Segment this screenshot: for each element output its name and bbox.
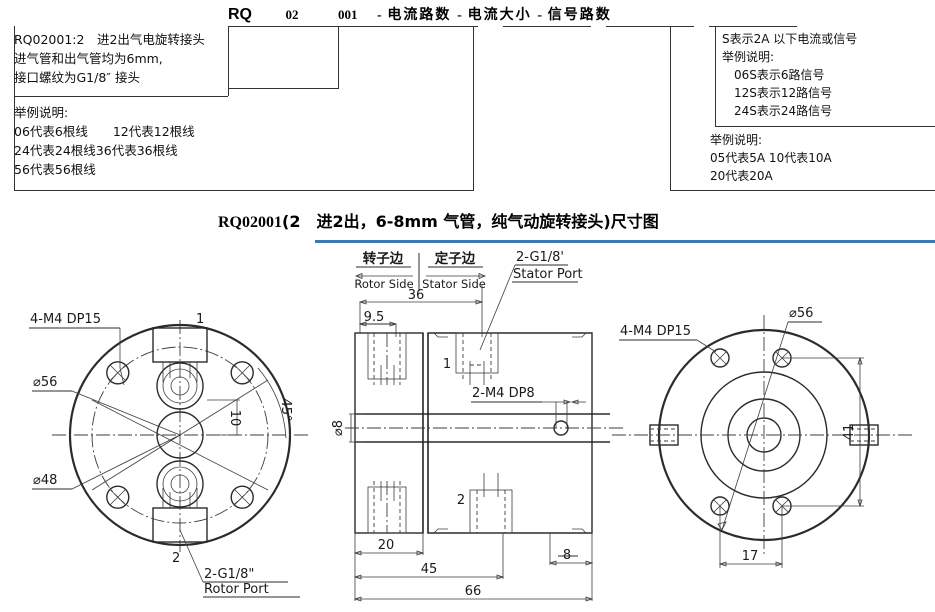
dim-10-label: 10 — [227, 410, 242, 427]
dim-66-label: 66 — [465, 584, 482, 599]
leader-v-field3-down — [715, 26, 716, 126]
title-rule — [315, 240, 935, 243]
spec-note-signal-examples: S表示2A 以下电流或信号 举例说明: 06S表示6路信号 12S表示12路信号… — [722, 32, 858, 118]
code-field-current-ways: 电流路数 — [387, 7, 452, 23]
code-underline-field2 — [606, 26, 694, 27]
section-tap-label: 2-M4 DP8 — [472, 386, 535, 401]
drawing-title: RQ02001(2 进2出，6-8mm 气管，纯气动旋转接头)尺寸图 — [218, 208, 659, 232]
drawing-title-desc: (2 进2出，6-8mm 气管，纯气动旋转接头)尺寸图 — [282, 212, 659, 231]
rear-tap-label: 4-M4 DP15 — [620, 324, 691, 339]
spec-note-rotary-union: RQ02001:2 进2出气电旋转接头 进气管和出气管均为6mm, 接口螺纹为G… — [14, 32, 205, 85]
code-dash-1: - — [377, 8, 382, 23]
leader-v-prefix — [228, 26, 229, 96]
leader-v-field1-down — [473, 26, 474, 191]
rotor-side-label-cn: 转子边 — [363, 250, 404, 267]
code-prefix: RQ — [228, 6, 252, 23]
port-number-2: 2 — [172, 551, 180, 566]
code-underline-prefix-model — [228, 26, 478, 27]
code-field-signal-ways: 信号路数 — [547, 7, 612, 23]
section-port-number-1: 1 — [443, 357, 451, 372]
stator-side-rear-view: 4-M4 DP15 ⌀56 41 17 — [612, 306, 912, 568]
spec-note-wire-count-examples: 举例说明: 06代表6根线 12代表12根线 24代表24根线36代表36根线 … — [14, 105, 195, 177]
code-dash-3: - — [537, 8, 543, 23]
leader-h-right-block1-bottom — [715, 126, 935, 127]
pcd-48-label: ⌀48 — [33, 473, 57, 488]
od-56-label: ⌀56 — [33, 375, 57, 390]
rotor-port-sublabel: Rotor Port — [204, 582, 269, 597]
spec-note-current-examples: 举例说明: 05代表5A 10代表10A 20代表20A — [710, 133, 832, 183]
rotor-side-label-en: Rotor Side — [354, 277, 413, 291]
code-field-current-rating: 电流大小 — [467, 7, 532, 23]
code-underline-field3 — [709, 26, 797, 27]
stator-port-label: 2-G1/8' — [516, 250, 564, 265]
model-code-line: RQ 02 001 - 电流路数 - 电流大小 - 信号路数 — [228, 4, 612, 24]
stator-port-sublabel: Stator Port — [513, 267, 583, 282]
leader-v-block2-left — [14, 96, 15, 191]
side-slot-group — [649, 424, 879, 446]
dim-36-label: 36 — [408, 288, 425, 303]
stator-side-label-cn: 定子边 — [435, 250, 476, 267]
leader-v-field2-down — [670, 26, 671, 191]
stator-side-label-en: Stator Side — [422, 277, 486, 291]
code-series: 02 — [285, 7, 299, 22]
dim-9-5-label: 9.5 — [364, 310, 385, 325]
leader-h-block2-bottom — [14, 190, 474, 191]
port-number-1: 1 — [196, 312, 204, 327]
rotor-side-front-view: 45° 10 4-M4 DP15 x ⌀56 ⌀48 1 2 2-G1/8" R… — [29, 312, 308, 598]
leader-v-model — [338, 26, 339, 88]
leader-v-block1-left — [14, 26, 15, 96]
rear-od-label: ⌀56 — [789, 306, 813, 321]
shaft-dia-label: ⌀8 — [331, 420, 346, 436]
drawing-title-part: RQ02001 — [218, 214, 282, 231]
code-underline-field1 — [503, 26, 591, 27]
leader-h-right-block2-bottom — [670, 190, 935, 191]
leader-h-model — [228, 88, 339, 89]
tapped-hole-group — [106, 361, 254, 509]
dim-20-label: 20 — [378, 538, 395, 553]
dim-41-label: 41 — [842, 424, 857, 441]
rotor-port-label: 2-G1/8" — [204, 567, 254, 582]
leader-h-block1-top — [14, 96, 228, 97]
longitudinal-section-view: 转子边 定子边 Rotor Side Stator Side 36 9.5 — [331, 250, 625, 602]
code-dash-2: - — [457, 8, 462, 23]
code-model: 001 — [338, 7, 358, 22]
angle-45-label: 45° — [278, 398, 293, 421]
dim-17-label: 17 — [742, 549, 759, 564]
section-port-number-2: 2 — [457, 493, 465, 508]
tap-label: 4-M4 DP15 — [30, 312, 101, 327]
dim-45-label: 45 — [421, 562, 438, 577]
